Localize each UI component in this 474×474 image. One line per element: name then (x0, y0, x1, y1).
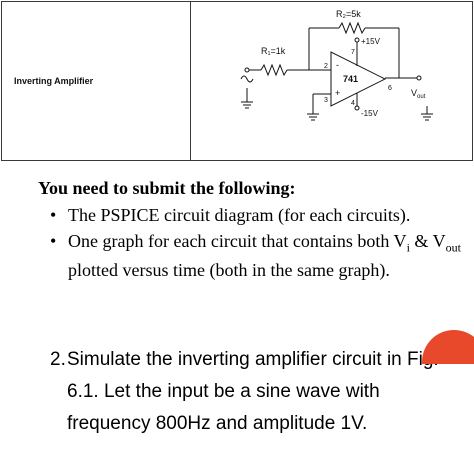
submission-heading: You need to submit the following: (38, 178, 296, 198)
r2-resistor (338, 21, 366, 35)
inverting-amplifier-schematic: R₂=5k R₁=1k +15V -15V 741 2 3 4 6 7 - + … (240, 9, 433, 121)
lab-table: Inverting Amplifier (1, 1, 473, 161)
bullet-icon: • (50, 205, 57, 225)
pin-6-label: 6 (388, 85, 392, 92)
step-2: 2. Simulate the inverting amplifier circ… (50, 344, 460, 440)
r1-label: R₁=1k (261, 46, 286, 56)
opamp-triangle (330, 51, 387, 107)
bullet-text: One graph for each circuit that contains… (68, 231, 461, 280)
corner-badge[interactable] (422, 330, 474, 364)
vplus-label: +15V (361, 37, 381, 46)
pin-4-label: 4 (351, 100, 355, 107)
r2-label: R₂=5k (336, 9, 361, 19)
r1-resistor (260, 63, 288, 77)
row-label: Inverting Amplifier (14, 76, 94, 86)
pin-7-label: 7 (351, 49, 355, 56)
circuit-cell: R₂=5k R₁=1k +15V -15V 741 2 3 4 6 7 - + … (190, 1, 473, 161)
step-text: Simulate the inverting amplifier circuit… (67, 349, 439, 434)
inverting-sign: - (336, 60, 339, 70)
list-item: • One graph for each circuit that contai… (48, 230, 468, 281)
pin-3-label: 3 (324, 97, 328, 104)
noninverting-sign: + (335, 88, 340, 98)
list-item: • The PSPICE circuit diagram (for each c… (48, 204, 468, 226)
sine-source-icon (240, 75, 254, 83)
bullet-text: The PSPICE circuit diagram (for each cir… (68, 205, 411, 225)
submission-list: • The PSPICE circuit diagram (for each c… (48, 204, 468, 285)
input-node (244, 67, 250, 73)
output-node (416, 75, 422, 81)
pin-2-label: 2 (324, 63, 328, 70)
vout-label: Vout (411, 88, 426, 100)
vminus-label: -15V (361, 109, 379, 118)
row-label-cell: Inverting Amplifier (1, 1, 191, 161)
bullet-icon: • (50, 231, 57, 251)
opamp-label: 741 (343, 74, 358, 84)
step-number: 2. (50, 349, 66, 370)
